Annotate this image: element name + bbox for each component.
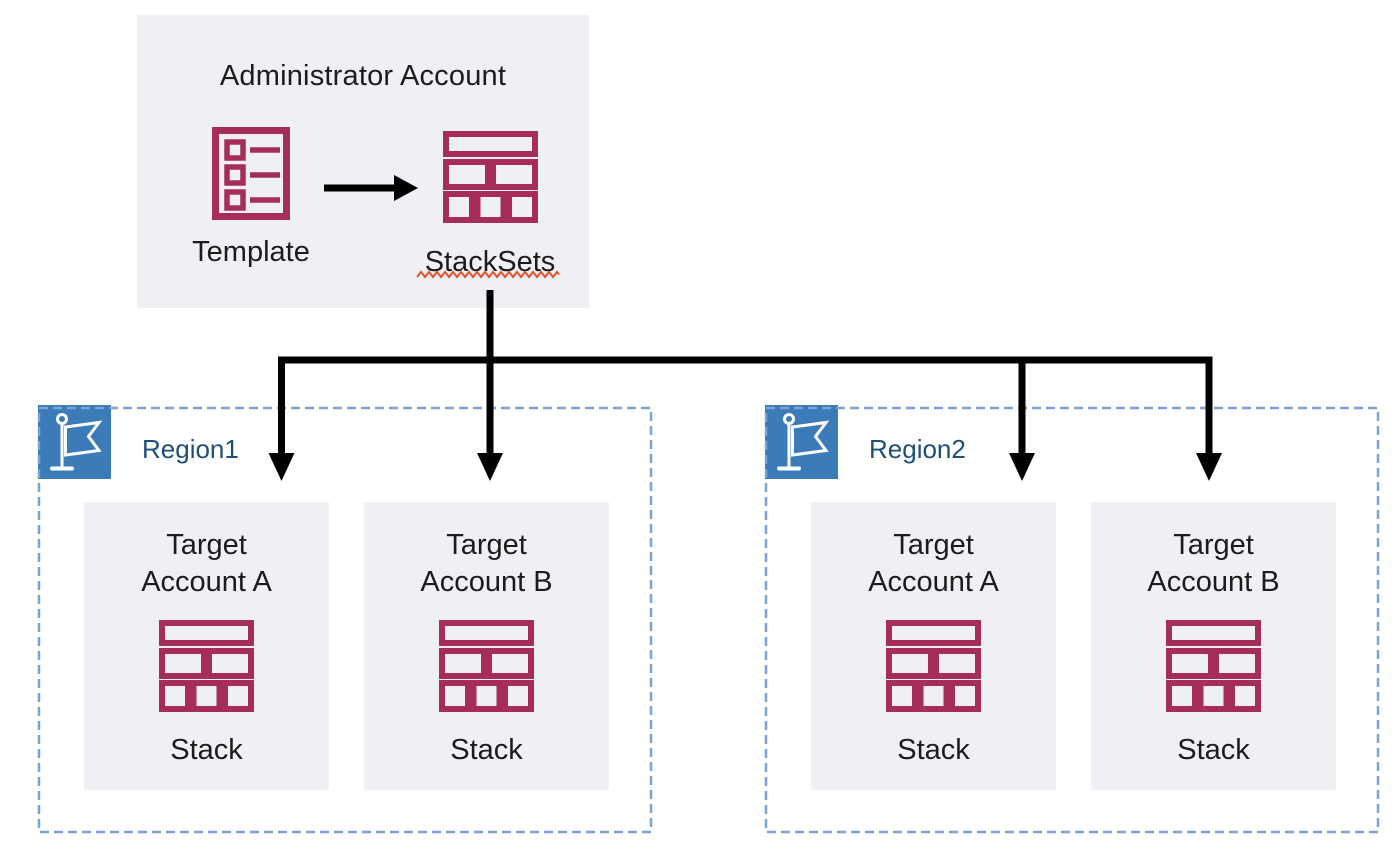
admin-account-title: Administrator Account: [219, 60, 507, 92]
stack-label: Stack: [1177, 734, 1250, 766]
region2-box: Region2 Target Account A Stack Target Ac…: [765, 405, 1379, 833]
account-name-line2: Account B: [420, 566, 553, 598]
stack-icon: [439, 620, 534, 712]
account-name-line2: Account A: [868, 566, 999, 598]
stack-label: Stack: [897, 734, 970, 766]
account-name-line1: Target: [166, 529, 247, 561]
stack-label: Stack: [170, 734, 243, 766]
account-name-line2: Account A: [141, 566, 272, 598]
template-icon: [212, 127, 290, 220]
region2-target-account-b-box: Target Account B Stack: [1091, 502, 1336, 790]
region2-flag-icon: [765, 405, 838, 479]
stacksets-icon: [443, 131, 538, 223]
administrator-account-box: Administrator Account Template StackSets: [137, 15, 589, 308]
region1-flag-icon: [38, 405, 111, 479]
region1-target-account-b-box: Target Account B Stack: [364, 502, 609, 790]
spellcheck-underline-icon: [416, 270, 560, 279]
region2-label: Region2: [869, 434, 966, 464]
account-name-line2: Account B: [1147, 566, 1280, 598]
template-label: Template: [192, 236, 310, 268]
account-name-line1: Target: [893, 529, 974, 561]
region1-box: Region1 Target Account A Stack Target Ac…: [38, 405, 652, 833]
region1-label: Region1: [142, 434, 239, 464]
account-name-line1: Target: [446, 529, 527, 561]
stack-icon: [159, 620, 254, 712]
account-name-line1: Target: [1173, 529, 1254, 561]
stack-icon: [886, 620, 981, 712]
region1-target-account-a-box: Target Account A Stack: [84, 502, 329, 790]
region2-target-account-a-box: Target Account A Stack: [811, 502, 1056, 790]
stack-icon: [1166, 620, 1261, 712]
stack-label: Stack: [450, 734, 523, 766]
arrow-right-icon: [324, 175, 418, 201]
